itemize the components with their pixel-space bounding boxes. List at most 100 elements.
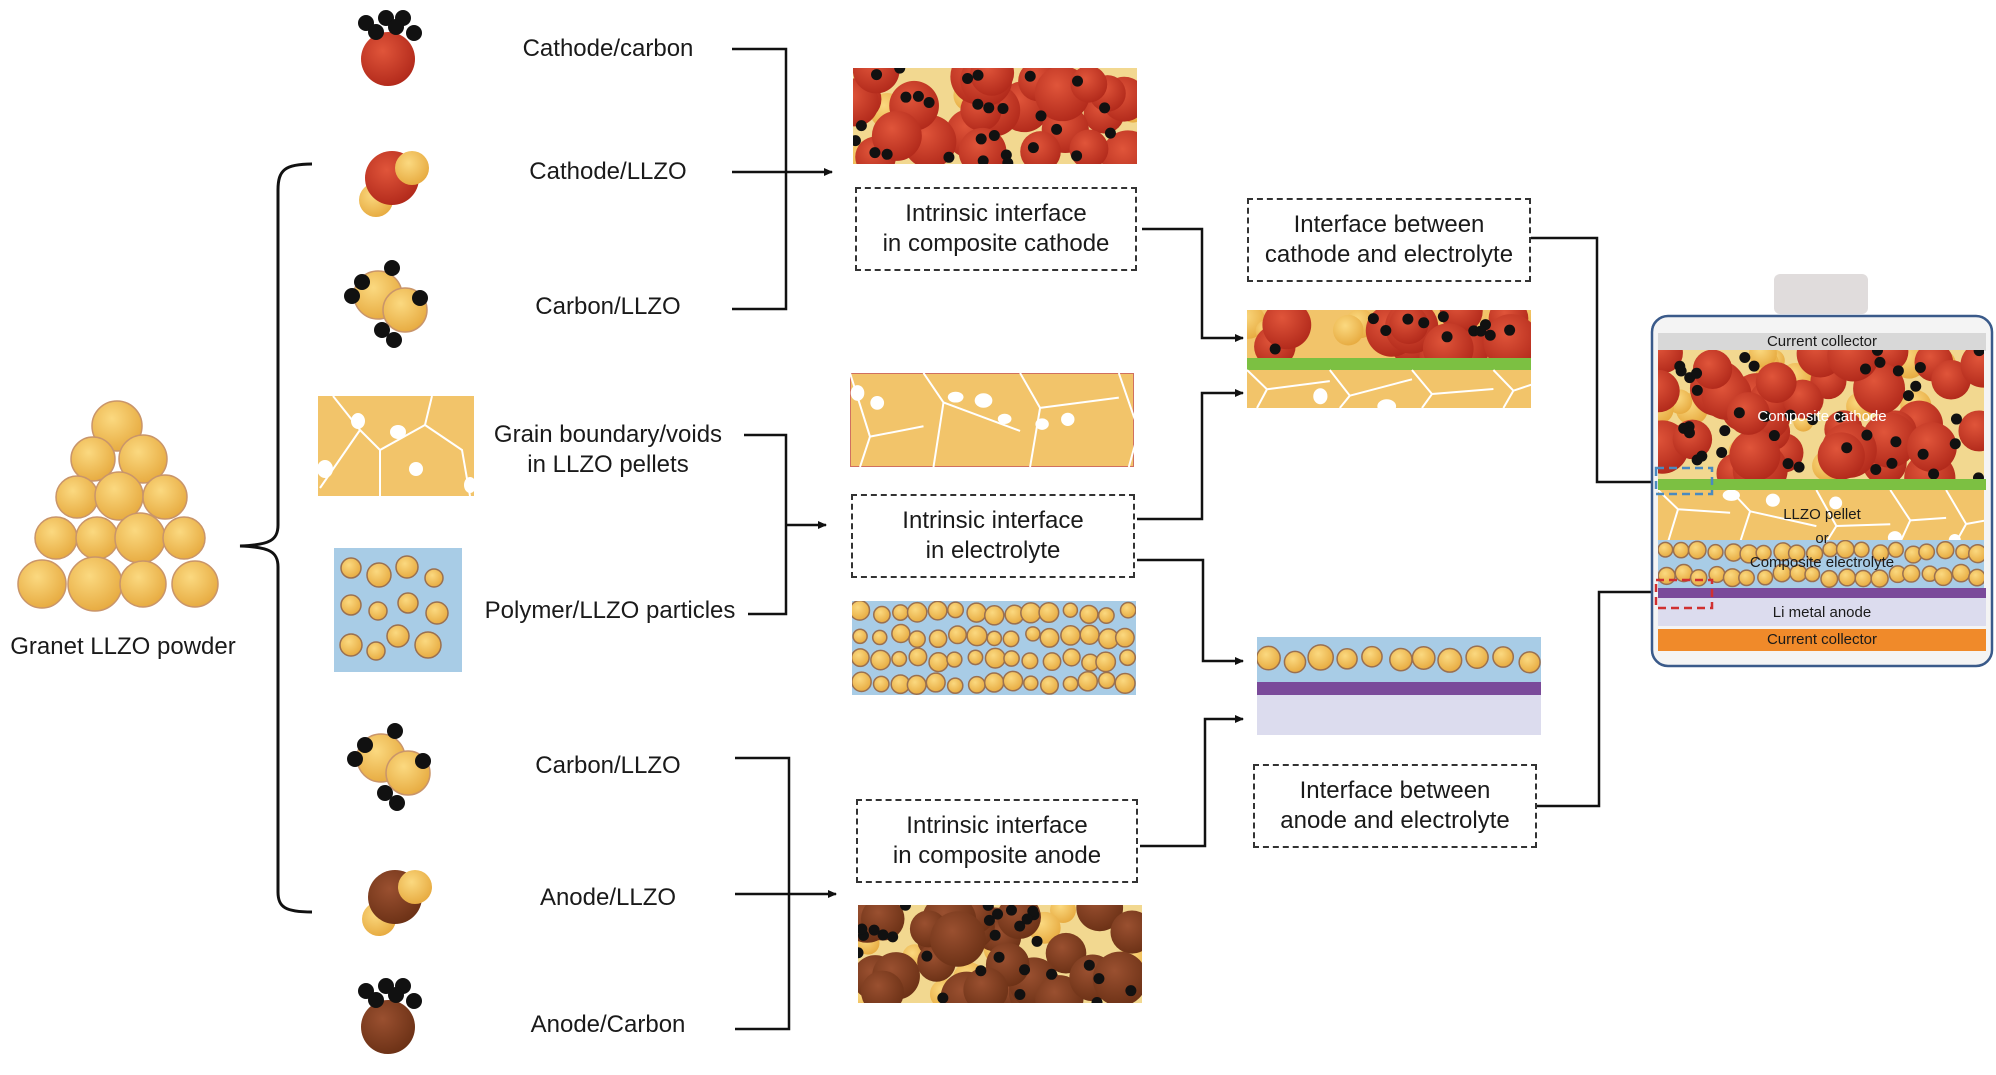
carbon-particle (962, 72, 974, 84)
carbon-particle (1696, 450, 1708, 462)
cei-layer (1658, 479, 1986, 490)
carbon-particle (1674, 360, 1686, 372)
active-particle (1658, 369, 1680, 413)
carbon-particle (386, 332, 402, 348)
llzo-particle (967, 675, 986, 694)
carbon-particle (1928, 468, 1940, 480)
anode-electrolyte-interface-image (1257, 637, 1541, 735)
grain-boundary-line1: Grain boundary/voids (493, 421, 723, 448)
carbon-particle (1091, 996, 1103, 1003)
llzo-particle (142, 474, 188, 520)
llzo-particle (927, 601, 948, 621)
void (1722, 490, 1740, 501)
carbon-particle (1691, 367, 1703, 379)
grain-boundary-line (1247, 369, 1531, 408)
llzo-particle (1119, 649, 1136, 667)
active-particle (1692, 350, 1733, 389)
llzo-particle (1687, 540, 1707, 560)
component-label-cathode-llzo: Cathode/LLZO (529, 158, 687, 185)
llzo-particle (892, 604, 909, 621)
carbon-llzo-icon-anode (347, 723, 431, 811)
llzo-particle (1918, 543, 1936, 561)
carbon-particle (1910, 380, 1922, 392)
carbon-particle (1841, 442, 1853, 454)
carbon-llzo-icon-cathode (344, 260, 428, 348)
llzo-particle (1805, 544, 1824, 563)
component-label-anode-carbon: Anode/Carbon (530, 1011, 686, 1038)
llzo-particle (1933, 567, 1953, 587)
active-particle (853, 68, 900, 94)
carbon-particle (1768, 430, 1780, 442)
box-line1: Intrinsic interface (902, 507, 1084, 534)
llzo-particle (1465, 645, 1489, 669)
llzo-particle (1038, 601, 1060, 624)
llzo-particle (928, 629, 948, 649)
grain-boundary-line2: in LLZO pellets (527, 451, 689, 478)
carbon-particle (1269, 343, 1281, 355)
active-particle (1931, 360, 1971, 400)
cell-label-electrolyte-1: LLZO pellet (1783, 506, 1861, 523)
carbon-particle (923, 97, 935, 109)
llzo-particle (983, 605, 1005, 626)
carbon-particle (354, 274, 370, 290)
active-particle (1076, 905, 1124, 932)
active-particle (1101, 130, 1137, 164)
grain-boundary-icon (318, 396, 474, 496)
electrolyte-group-connector (744, 433, 827, 616)
carbon-particle (1019, 964, 1031, 976)
llzo-particle (1968, 568, 1984, 587)
llzo-particle (340, 557, 362, 579)
llzo-particle (1079, 624, 1100, 645)
carbon-particle (1890, 436, 1902, 448)
carbon-particle (972, 98, 984, 110)
carbon-particle (377, 785, 393, 801)
carbon-particle (1760, 410, 1772, 422)
void (947, 391, 964, 403)
cathode-electrolyte-interface-image (1247, 310, 1531, 408)
carbon-particle (347, 751, 363, 767)
llzo-particle (925, 672, 946, 693)
llzo-particle (1689, 568, 1708, 587)
llzo-particle (1257, 645, 1281, 671)
cell-label-cathode: Composite cathode (1757, 408, 1887, 425)
llzo-particle (1738, 569, 1755, 587)
llzo-particle (984, 647, 1006, 669)
active-particle (930, 911, 986, 967)
carbon-particle (1402, 313, 1414, 325)
carbon-particle (1874, 356, 1886, 368)
carbon-particle (1380, 324, 1392, 336)
llzo-particle (1025, 626, 1041, 642)
llzo-particle (114, 512, 166, 564)
llzo-particle (1039, 675, 1060, 695)
llzo-particle (340, 594, 362, 616)
llzo-particle (1062, 648, 1081, 667)
cell-label-electrolyte-3: Composite electrolyte (1749, 554, 1895, 571)
llzo-particle (1361, 645, 1383, 668)
llzo-particle (162, 516, 206, 560)
llzo-particle (1411, 645, 1436, 670)
llzo-particle (891, 623, 911, 644)
llzo-particle (1097, 607, 1115, 624)
llzo-particle (1902, 564, 1921, 583)
void (974, 393, 993, 408)
carbon-particle (1475, 325, 1487, 337)
polymer-llzo-icon (334, 548, 462, 672)
carbon-particle (1024, 70, 1036, 82)
carbon-particle (899, 905, 911, 911)
void (409, 462, 423, 476)
llzo-particle (1283, 650, 1307, 674)
anode-llzo-icon (362, 870, 432, 936)
component-label-grain-boundary: Grain boundary/voids in LLZO pellets (478, 420, 738, 480)
carbon-particle (1005, 905, 1017, 916)
top-current-collector-layer (1658, 333, 1986, 351)
carbon-particle (1807, 414, 1819, 426)
llzo-particle (870, 649, 891, 671)
active-particle (1958, 410, 1984, 452)
composite-electrolyte-layer (1658, 540, 1984, 588)
carbon-particle (1014, 920, 1026, 932)
llzo-particle (1707, 543, 1724, 561)
active-particle (1817, 432, 1865, 480)
carbon-particle (1972, 472, 1984, 480)
component-label-carbon-llzo-anode: Carbon/LLZO (535, 752, 681, 779)
carbon-particle (1683, 427, 1695, 439)
